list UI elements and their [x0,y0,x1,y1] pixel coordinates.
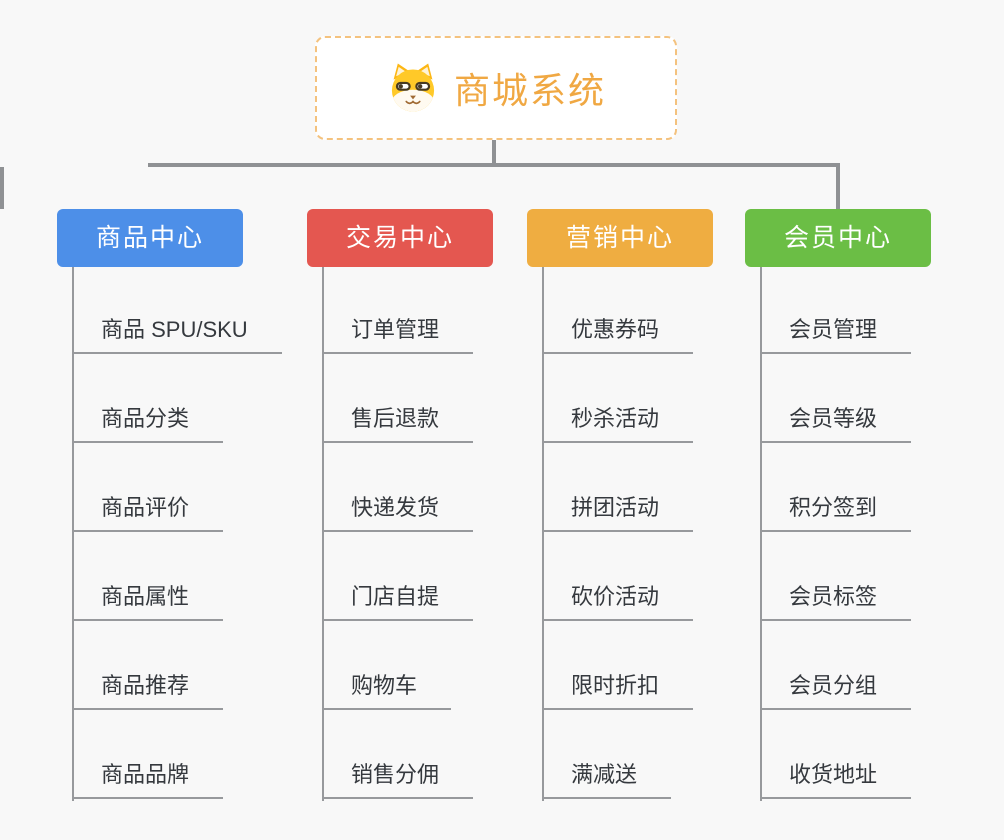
branch-header-1[interactable]: 商品中心 [57,209,243,267]
branch-item[interactable]: 订单管理 [322,312,474,354]
connector-root-stub [492,140,496,167]
branch-item[interactable]: 商品推荐 [72,668,224,710]
branch-item[interactable]: 购物车 [322,668,452,710]
branch-item[interactable]: 售后退款 [322,401,474,443]
branch-item[interactable]: 会员管理 [760,312,912,354]
branch-trunk-line [322,267,324,801]
branch-2: 交易中心 订单管理售后退款快递发货门店自提购物车销售分佣 [307,209,557,809]
branch-item[interactable]: 优惠券码 [542,312,694,354]
root-node-title: 商城系统 [453,70,606,111]
branch-trunk-line [542,267,544,801]
branch-header-2[interactable]: 交易中心 [307,209,493,267]
branch-item[interactable]: 会员分组 [760,668,912,710]
branch-trunk-line [760,267,762,801]
branch-item[interactable]: 商品分类 [72,401,224,443]
branch-header-4[interactable]: 会员中心 [745,209,931,267]
branch-item[interactable]: 商品 SPU/SKU [72,312,282,354]
branch-item[interactable]: 收货地址 [760,757,912,799]
branch-item[interactable]: 商品属性 [72,579,224,621]
branch-item[interactable]: 砍价活动 [542,579,694,621]
branch-item[interactable]: 会员等级 [760,401,912,443]
branch-1: 商品中心 商品 SPU/SKU 商品分类商品评价商品属性商品推荐商品品牌 [57,209,307,809]
branch-item[interactable]: 拼团活动 [542,490,694,532]
branch-item[interactable]: 会员标签 [760,579,912,621]
branch-header-3[interactable]: 营销中心 [527,209,713,267]
connector-branch-stub [0,167,4,209]
root-node-mall-system[interactable]: 商城系统 [315,36,677,140]
branch-item[interactable]: 快递发货 [322,490,474,532]
connector-horizontal [148,163,840,167]
connector-branch-stub [836,167,840,209]
branch-item[interactable]: 积分签到 [760,490,912,532]
branch-item[interactable]: 限时折扣 [542,668,694,710]
branch-item[interactable]: 销售分佣 [322,757,474,799]
dog-face-icon [391,63,435,112]
branch-item[interactable]: 商品品牌 [72,757,224,799]
branch-trunk-line [72,267,74,801]
branch-item[interactable]: 秒杀活动 [542,401,694,443]
branch-4: 会员中心 会员管理会员等级积分签到会员标签会员分组收货地址 [745,209,995,809]
branch-3: 营销中心 优惠券码秒杀活动拼团活动砍价活动限时折扣满减送 [527,209,777,809]
branch-item[interactable]: 门店自提 [322,579,474,621]
branch-item[interactable]: 商品评价 [72,490,224,532]
branch-item[interactable]: 满减送 [542,757,672,799]
